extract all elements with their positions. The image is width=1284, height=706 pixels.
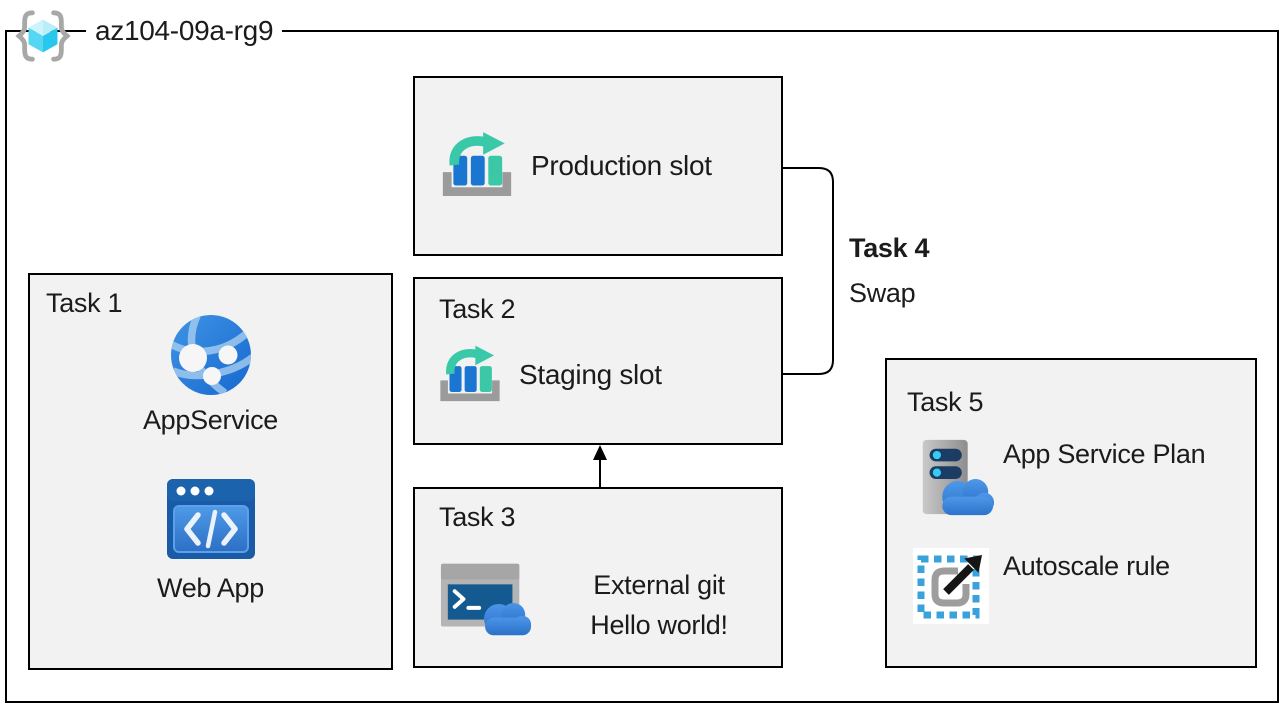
autoscale-rule-icon [913,548,989,624]
app-service-icon [170,315,251,395]
task2-box: Task 2 Staging slot [413,277,783,445]
task3-title: Task 3 [439,502,516,532]
app-service-plan-icon [922,439,995,516]
resource-group-boundary [5,30,1279,703]
production-slot-label: Production slot [531,150,712,181]
task3-to-task2-arrow [593,445,607,488]
task5-box: Task 5 App Service Plan [885,358,1257,668]
task4-label: Task 4 Swap [849,226,930,316]
production-slot-box: Production slot [413,76,783,256]
web-app-label: Web App [157,573,264,603]
web-app-icon [166,479,255,559]
task5-title: Task 5 [907,387,984,417]
task3-line1: External git [593,570,725,600]
autoscale-rule-label: Autoscale rule [1003,551,1170,581]
task3-line2: Hello world! [590,610,728,640]
staging-slot-label: Staging slot [519,359,662,390]
resource-group-icon [15,10,71,62]
cloud-shell-icon [440,563,532,636]
task3-text: External git Hello world! [543,565,775,645]
deployment-slots-icon [440,345,500,402]
task2-title: Task 2 [439,294,516,324]
task1-title: Task 1 [46,288,123,318]
app-service-label: AppService [142,405,279,435]
swap-bracket-connector [783,167,834,375]
task1-box: Task 1 AppService [28,273,393,670]
app-service-plan-label: App Service Plan [1003,439,1206,469]
task3-box: Task 3 External git Hello world! [413,487,783,668]
deployment-slots-icon [442,132,512,197]
resource-group-name: az104-09a-rg9 [86,13,283,49]
task4-title: Task 4 [849,233,930,263]
task4-swap-label: Swap [849,278,916,308]
